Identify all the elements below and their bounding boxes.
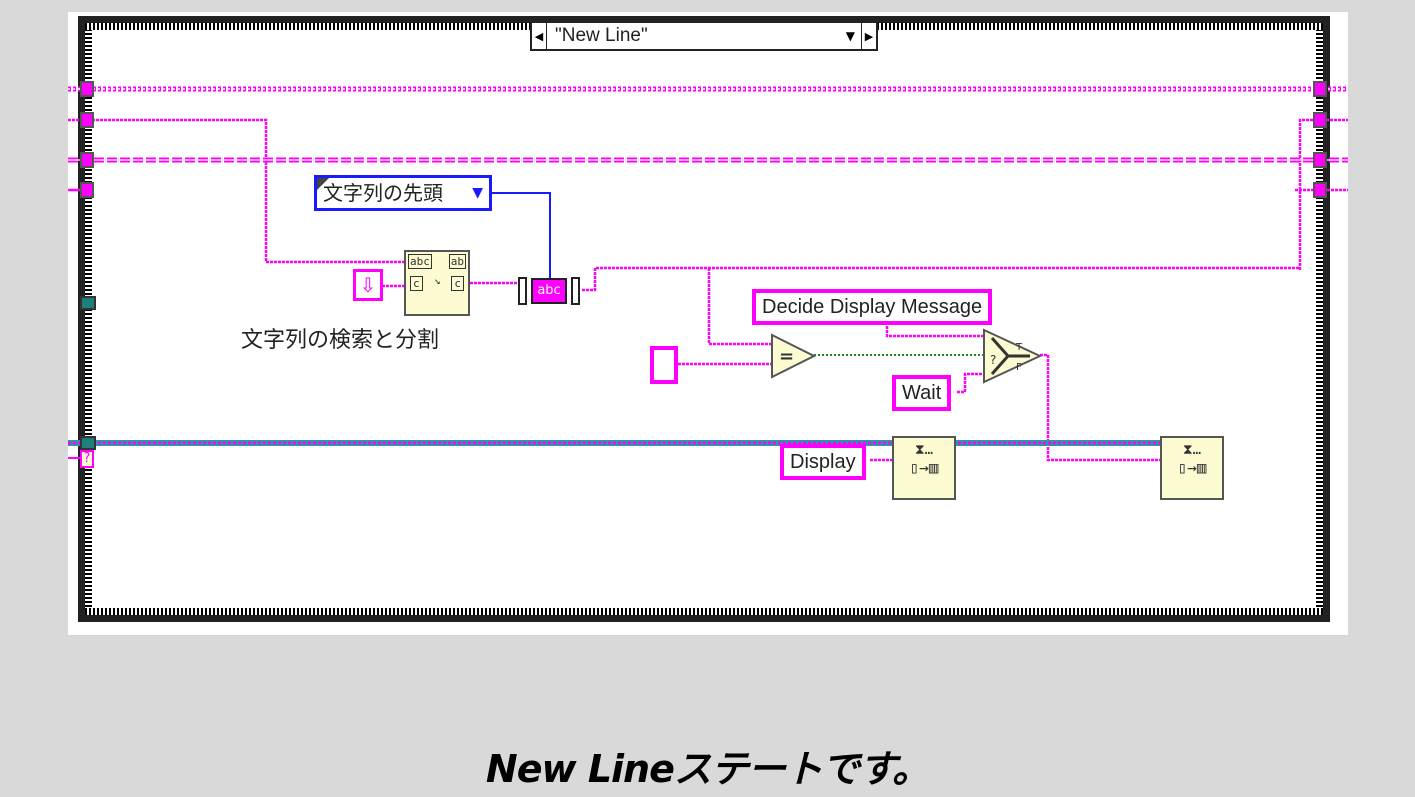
case-dropdown-icon[interactable]: ▼ [845, 29, 855, 43]
error-case-terminal[interactable]: ? [80, 450, 94, 468]
block-diagram-canvas [68, 12, 1348, 635]
display-constant[interactable]: Display [780, 444, 866, 480]
wire-decide[interactable] [885, 322, 985, 338]
next-case-button[interactable]: ▶ [861, 23, 876, 49]
empty-string-constant[interactable] [650, 346, 678, 384]
shift-register-right-4[interactable] [1313, 182, 1327, 198]
equal-glyph: = [779, 346, 794, 367]
shift-register-right-1[interactable] [1313, 81, 1327, 97]
enqueue-icon-bottom: ▯→▥ [909, 458, 939, 477]
wait-constant[interactable]: Wait [892, 375, 952, 411]
case-structure-frame [78, 16, 1330, 622]
tunnel-left-teal[interactable] [80, 296, 96, 310]
enqueue-element-function-1[interactable]: ⧗… ▯→▥ [892, 436, 956, 500]
enum-value: 文字列の先頭 [323, 181, 443, 205]
search-split-icon-c-left: c [410, 276, 423, 291]
search-split-string-function[interactable]: abc ab c c ↘ [404, 250, 470, 316]
prev-case-button[interactable]: ◀ [532, 23, 547, 49]
build-array-node[interactable]: abc [518, 277, 582, 305]
wire-array-out[interactable] [582, 266, 1300, 292]
line-feed-constant[interactable]: ⇩ [353, 269, 383, 301]
enqueue-icon-top: ⧗… [914, 442, 934, 458]
wire-select-out[interactable] [1040, 353, 1160, 462]
shift-register-left-1[interactable] [80, 81, 94, 97]
case-selector-label[interactable]: "New Line" [555, 25, 648, 46]
error-tunnel-left[interactable] [80, 436, 96, 450]
wire-row2-out[interactable] [1298, 118, 1348, 270]
enqueue-icon-bottom: ▯→▥ [1177, 458, 1207, 477]
select-f-glyph: F [1016, 362, 1022, 373]
wire-to-equal[interactable] [707, 268, 772, 346]
shift-register-right-2[interactable] [1313, 112, 1327, 128]
shift-register-left-4[interactable] [80, 182, 94, 198]
slide-caption: New Lineステートです。 [485, 747, 930, 791]
search-split-icon-abc: abc [408, 254, 432, 269]
select-q-glyph: ? [990, 353, 996, 367]
wire-enum[interactable] [492, 192, 551, 278]
select-t-glyph: T [1015, 342, 1023, 353]
search-split-icon-ab: ab [448, 254, 466, 269]
enum-constant-string-start[interactable]: 文字列の先頭 ▼ [314, 175, 492, 211]
enum-dropdown-icon[interactable]: ▼ [472, 185, 483, 201]
shift-register-right-3[interactable] [1313, 152, 1327, 168]
search-split-label: 文字列の検索と分割 [241, 328, 440, 353]
search-split-icon-c-right: c [451, 276, 464, 291]
shift-register-left-3[interactable] [80, 152, 94, 168]
build-array-left-bracket [518, 277, 527, 305]
case-selector[interactable]: ◀ "New Line" ▼ ▶ [530, 21, 878, 51]
enum-corner-icon [317, 178, 329, 190]
select-function[interactable]: ? T F [982, 328, 1042, 384]
equal-function[interactable]: = [770, 333, 816, 379]
enqueue-icon-top: ⧗… [1182, 442, 1202, 458]
search-split-arrow-icon: ↘ [434, 274, 441, 287]
build-array-element: abc [531, 278, 567, 304]
decide-display-message-constant[interactable]: Decide Display Message [752, 289, 993, 325]
shift-register-left-2[interactable] [80, 112, 94, 128]
build-array-right-bracket [571, 277, 580, 305]
enqueue-element-function-2[interactable]: ⧗… ▯→▥ [1160, 436, 1224, 500]
wire-row2[interactable] [68, 118, 406, 264]
wire-wait[interactable] [957, 372, 985, 394]
